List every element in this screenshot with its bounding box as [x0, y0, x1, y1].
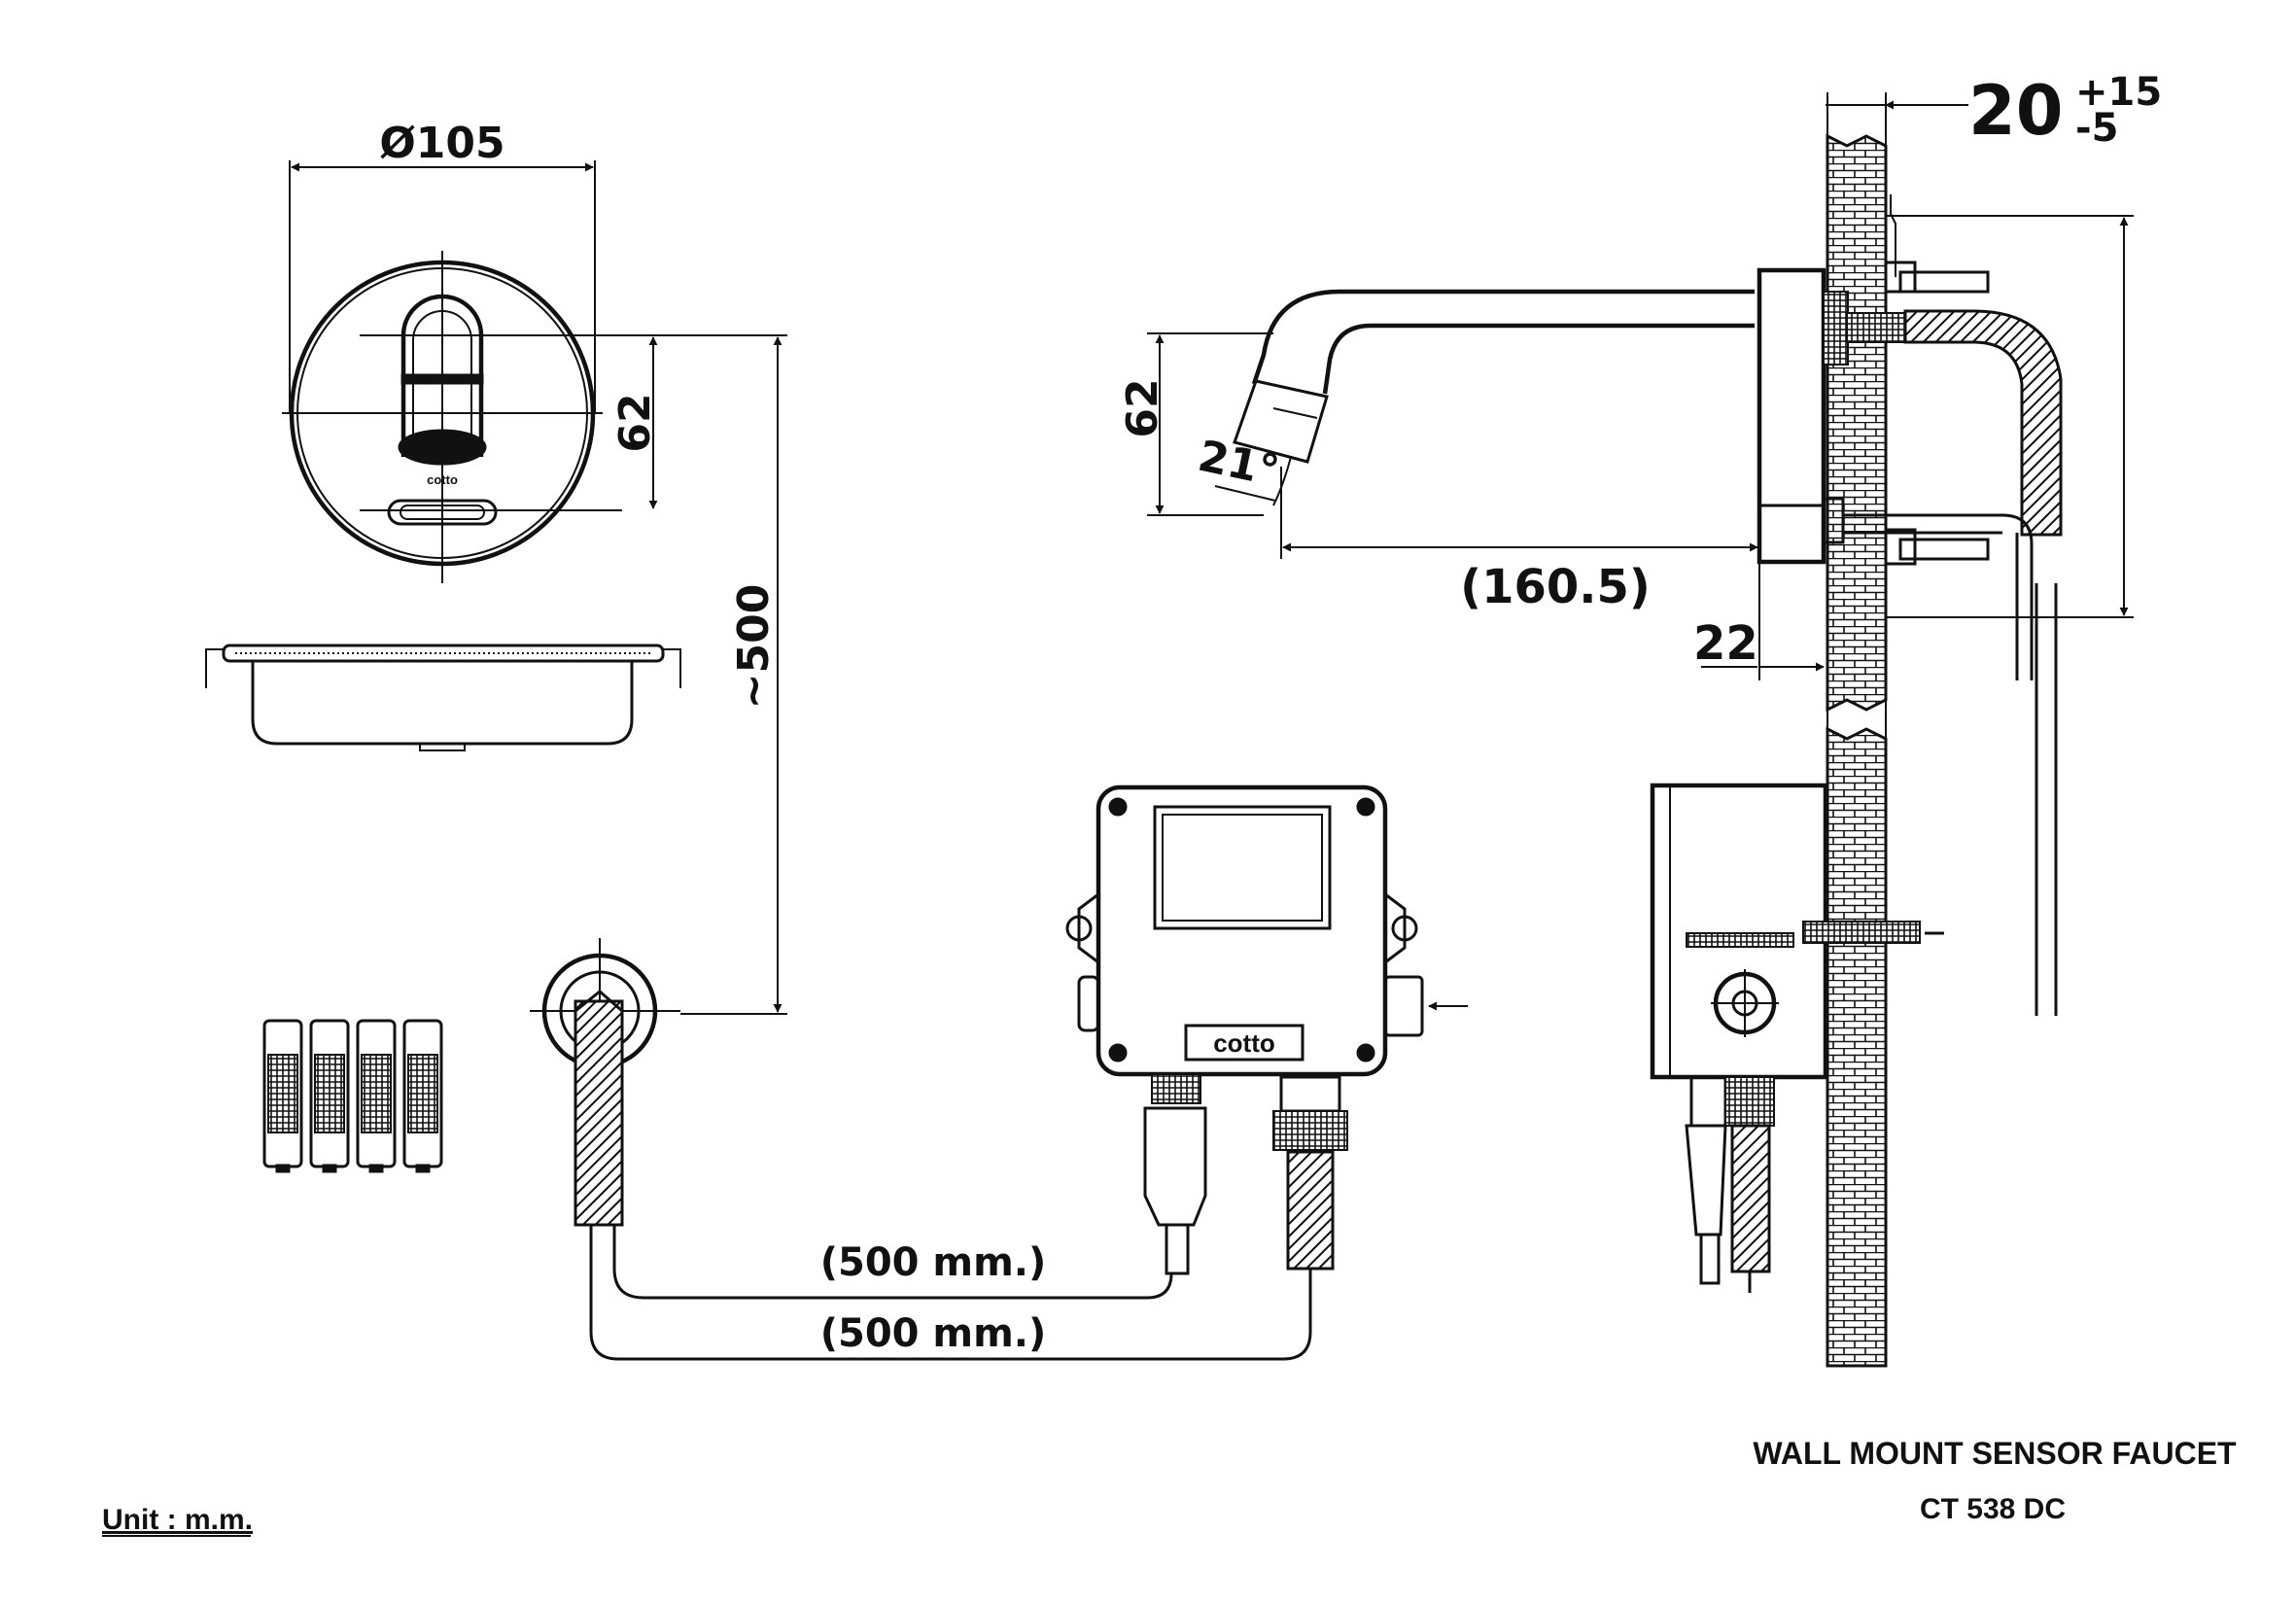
inlet-connector [530, 938, 680, 1227]
battery-2 [309, 1019, 350, 1173]
control-box-brand: cotto [1213, 1028, 1275, 1058]
spout-side-view [1233, 289, 1755, 464]
label-wall-thickness: 20 [1968, 71, 2063, 151]
model-number: CT 538 DC [1920, 1493, 2066, 1525]
dimension-plate-height: 62 [610, 336, 660, 509]
wall-flange [1757, 267, 1826, 661]
label-wall-tolerance-minus: -5 [2075, 106, 2118, 151]
dimension-cable-vertical: ~500 [622, 334, 787, 1015]
wall-section [1826, 92, 1888, 1368]
label-wall-clearance: 22 [1693, 616, 1758, 671]
control-box-front: cotto [1065, 784, 1468, 1275]
drawing-title: WALL MOUNT SENSOR FAUCET [1753, 1436, 2237, 1471]
dimension-right-extent [1886, 215, 2134, 618]
dimension-spout-height: 62 [1118, 332, 1273, 516]
label-spout-reach: (160.5) [1460, 560, 1651, 614]
label-cable-length-vertical: ~500 [729, 584, 779, 710]
dimension-spout-reach: (160.5) [1280, 467, 1758, 614]
control-box-side [1650, 783, 1944, 1293]
batteries [262, 1019, 443, 1173]
hose-upper [612, 1225, 1173, 1300]
cover-plate-side-view [205, 644, 681, 751]
supply-hose [1903, 309, 2063, 1016]
battery-4 [402, 1019, 443, 1173]
label-wall-tolerance-plus: +15 [2075, 70, 2162, 115]
label-plate-height: 62 [610, 393, 660, 452]
label-hose-length-upper: (500 mm.) [820, 1240, 1047, 1285]
label-spout-height: 62 [1118, 378, 1167, 437]
dimension-diameter: Ø105 [289, 119, 596, 413]
cover-plate-front-view: cotto [282, 251, 622, 583]
hose-lower [589, 1225, 1312, 1361]
label-hose-length-lower: (500 mm.) [820, 1311, 1047, 1356]
label-plate-diameter: Ø105 [379, 119, 504, 168]
dimension-wall-clearance: 22 [1693, 583, 1825, 680]
unit-note: Unit : m.m. [102, 1504, 253, 1536]
battery-1 [262, 1019, 303, 1173]
dimension-wall-thickness: 20 +15 -5 [1826, 70, 2162, 151]
battery-3 [356, 1019, 397, 1173]
wall-fittings [1822, 194, 2002, 566]
